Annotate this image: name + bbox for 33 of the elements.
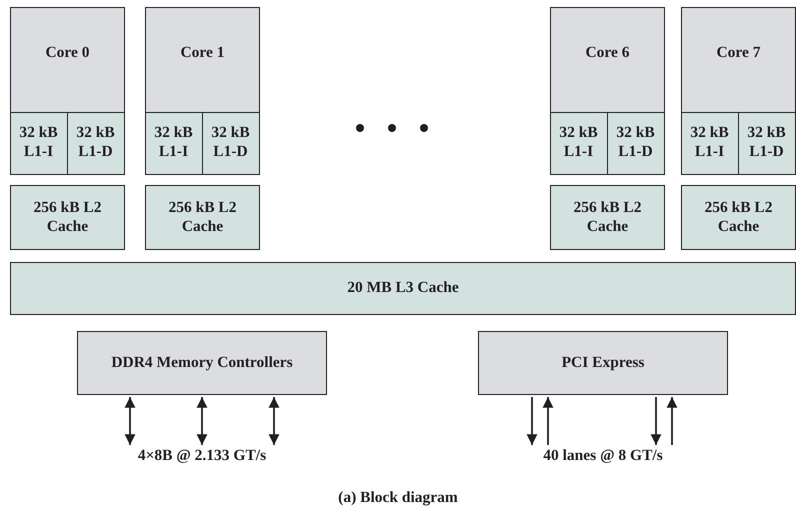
l2-cache-box: 256 kB L2 Cache [681, 185, 796, 250]
l1-cache-box: 32 kB L1-I [680, 112, 738, 174]
l2-cache-box: 256 kB L2 Cache [145, 185, 260, 250]
core-box [145, 7, 260, 175]
arrow [268, 397, 280, 445]
rate-label: 4×8B @ 2.133 GT/s [102, 447, 302, 469]
rate-label: 40 lanes @ 8 GT/s [503, 447, 703, 469]
l1-cache-box: 32 kB L1-I [550, 112, 608, 174]
l1-cache-box: 32 kB L1-D [66, 112, 124, 174]
arrow [124, 397, 136, 445]
core-label: Core 0 [45, 44, 90, 63]
core-label: Core 7 [716, 44, 761, 63]
arrow [196, 397, 208, 445]
l1-cache-box: 32 kB L1-D [606, 112, 664, 174]
l1-cache-box: 32 kB L1-D [738, 112, 796, 174]
l3-cache-box: 20 MB L3 Cache [10, 262, 796, 315]
core-label: Core 6 [585, 44, 630, 63]
controller-box: DDR4 Memory Controllers [77, 331, 327, 395]
l2-cache-box: 256 kB L2 Cache [550, 185, 665, 250]
core-label: Core 1 [180, 44, 225, 63]
l1-cache-box: 32 kB L1-D [202, 112, 260, 174]
l2-cache-box: 256 kB L2 Cache [10, 185, 125, 250]
arrow [650, 397, 662, 445]
figure-caption: (a) Block diagram [337, 489, 459, 507]
arrow [666, 397, 678, 445]
core-box [681, 7, 796, 175]
controller-box: PCI Express [478, 331, 728, 395]
l1-cache-box: 32 kB L1-I [144, 112, 202, 174]
core-box [550, 7, 665, 175]
core-box [10, 7, 125, 175]
arrow [526, 397, 538, 445]
arrow [542, 397, 554, 445]
l1-cache-box: 32 kB L1-I [10, 112, 68, 174]
